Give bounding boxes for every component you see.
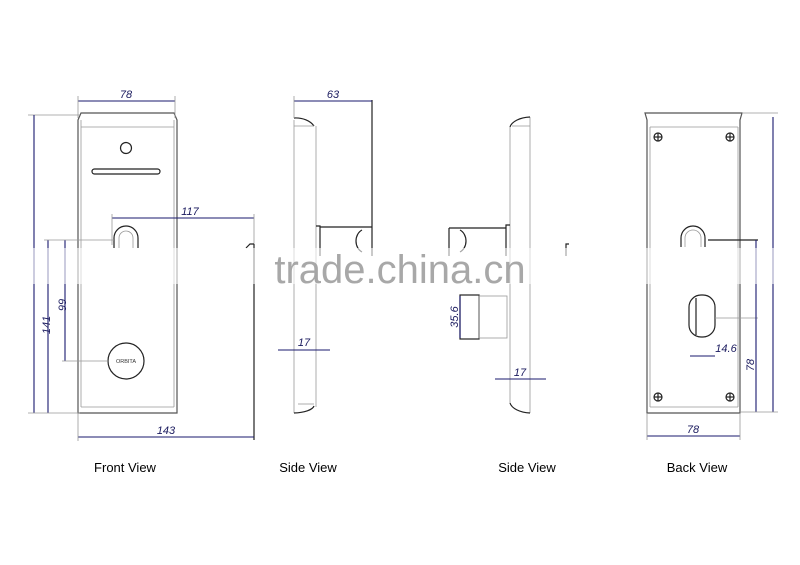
dim-side2-thickness: 17 (514, 367, 527, 379)
card-slot (91, 168, 161, 175)
watermark-band (0, 248, 800, 284)
side-view-2-caption: Side View (498, 460, 556, 475)
dim-side-thickness: 17 (298, 337, 311, 349)
led-hole-icon (119, 141, 133, 155)
side-view-2: 35.6 17 Side View (448, 116, 569, 475)
handle-mount (113, 225, 139, 248)
back-view: 14.6 78 78 Back View (644, 112, 778, 475)
dim-back-width: 78 (687, 424, 700, 436)
dim-side-depth: 63 (327, 89, 340, 101)
cylinder-slot (688, 294, 716, 338)
front-view-caption: Front View (94, 460, 157, 475)
dim-slot-width: 14.6 (715, 343, 737, 355)
back-handle-mount (680, 225, 706, 247)
dim-cylinder: 35.6 (449, 305, 461, 327)
watermark-text: trade.china.cn (274, 248, 525, 292)
logo-text: ORBITA (116, 359, 136, 365)
dim-front-height: 141 (41, 316, 53, 334)
back-view-caption: Back View (667, 460, 728, 475)
dim-handle-offset: 117 (181, 206, 199, 218)
dim-front-depth: 143 (157, 425, 176, 437)
dim-reader-height: 99 (57, 299, 69, 311)
screw-hole-icon (653, 132, 735, 402)
dim-back-height: 78 (745, 358, 757, 371)
side-view-1-caption: Side View (279, 460, 337, 475)
dim-front-width: 78 (120, 89, 133, 101)
